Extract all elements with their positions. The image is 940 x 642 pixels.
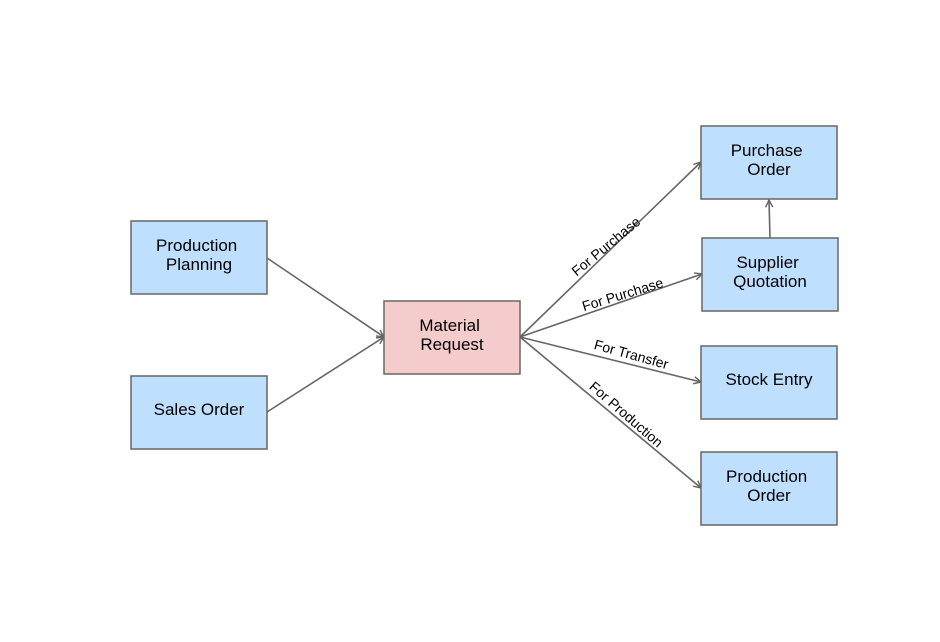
edge-material-request-to-purchase-order: [519, 162, 701, 338]
node-production-order: Production Order: [700, 451, 838, 526]
node-label: Production Planning: [156, 236, 242, 274]
node-label: Supplier Quotation: [733, 253, 807, 291]
edge-sales-order-to-material-request: [266, 337, 384, 413]
node-purchase-order: Purchase Order: [700, 125, 838, 200]
edge-label-purchase-order: For Purchase: [568, 213, 643, 279]
edge-labels-layer: For Purchase For Purchase For Transfer F…: [568, 213, 670, 450]
edge-material-request-to-supplier-quotation: [519, 274, 702, 338]
node-stock-entry: Stock Entry: [700, 345, 838, 420]
edge-label-stock-entry: For Transfer: [592, 336, 670, 372]
node-label: Sales Order: [154, 400, 245, 419]
edge-supplier-quotation-to-purchase-order: [769, 200, 770, 239]
edge-material-request-to-production-order: [519, 336, 701, 488]
node-label: Production Order: [726, 467, 812, 505]
node-material-request: Material Request: [383, 300, 521, 375]
edge-production-planning-to-material-request: [266, 257, 384, 337]
node-sales-order: Sales Order: [130, 375, 268, 450]
node-supplier-quotation: Supplier Quotation: [701, 237, 839, 312]
node-label: Purchase Order: [731, 141, 808, 179]
edges-layer: [266, 162, 770, 488]
edge-material-request-to-stock-entry: [519, 336, 701, 382]
node-production-planning: Production Planning: [130, 220, 268, 295]
node-label: Material Request: [419, 316, 484, 354]
nodes-layer: Production Planning Sales Order Material…: [130, 125, 839, 526]
edge-label-production-order: For Production: [586, 378, 666, 450]
node-label: Stock Entry: [726, 370, 813, 389]
edge-label-supplier-quotation: For Purchase: [580, 274, 665, 314]
